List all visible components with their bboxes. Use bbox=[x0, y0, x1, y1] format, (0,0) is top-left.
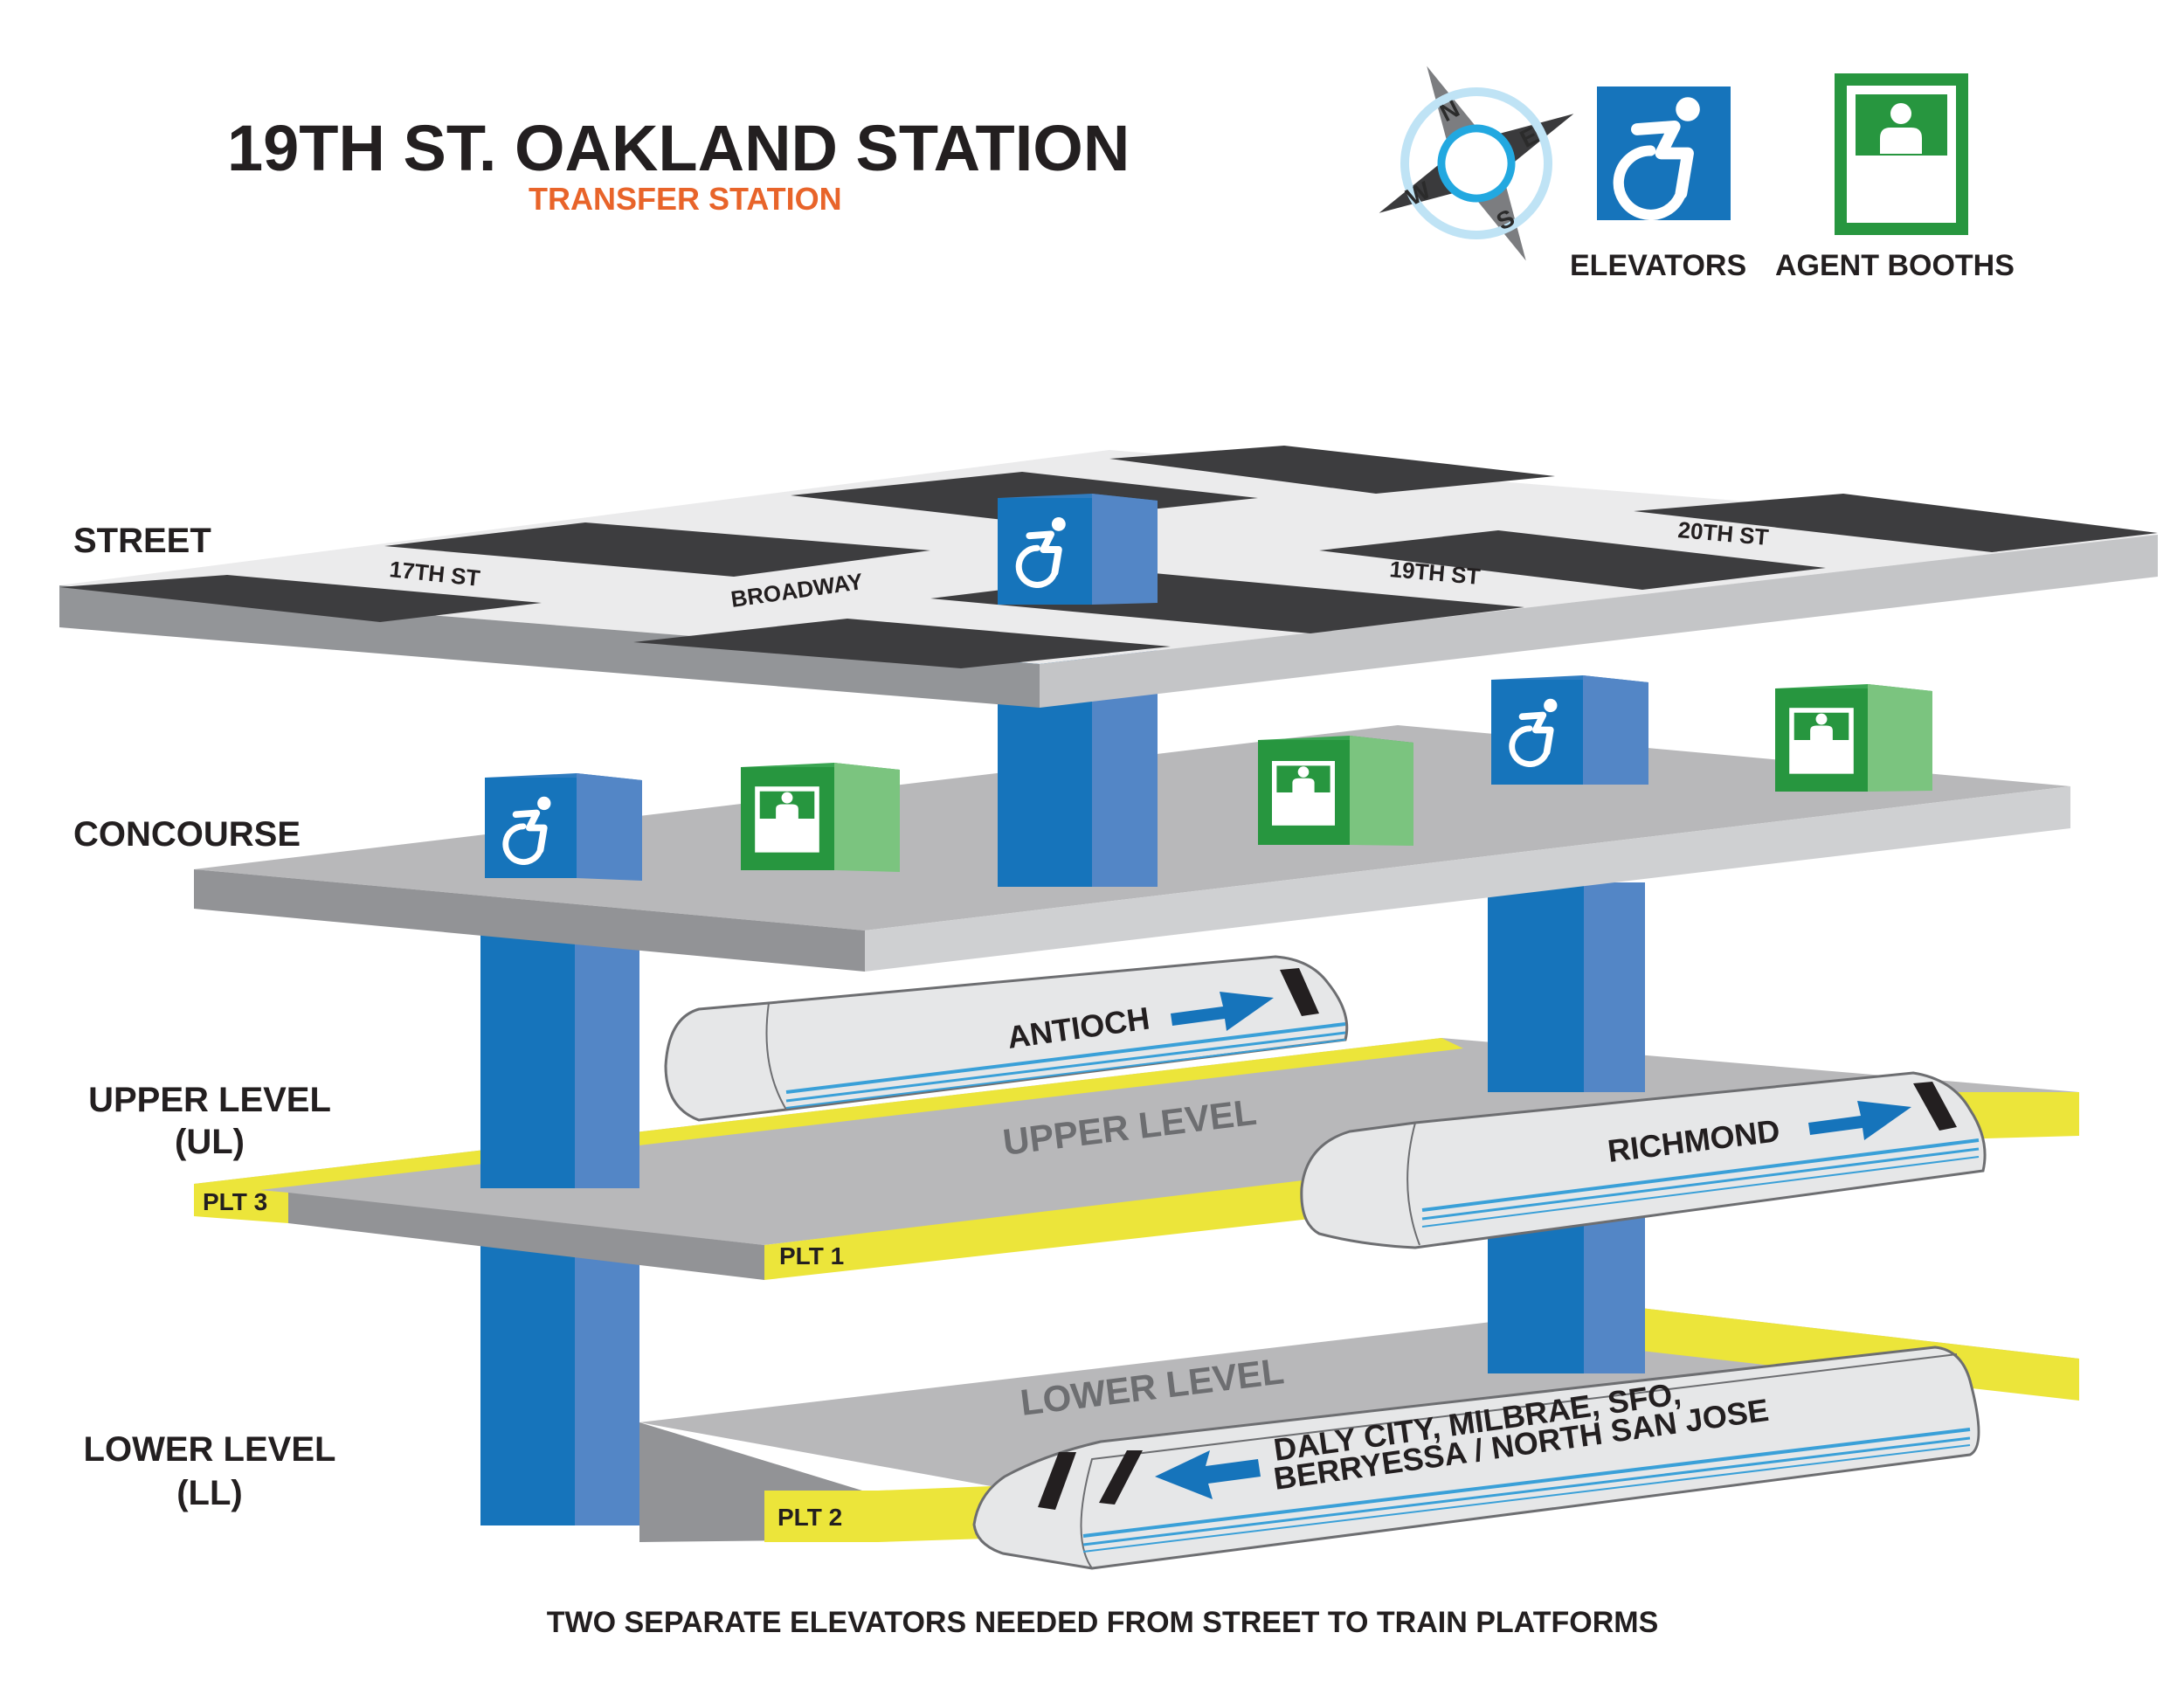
level-label-lower-abbr: (LL) bbox=[176, 1474, 243, 1512]
platform-2-label: PLT 2 bbox=[778, 1504, 842, 1531]
legend-elevator-icon bbox=[1597, 86, 1731, 220]
legend-elevators-label: ELEVATORS bbox=[1570, 249, 1746, 282]
concourse-elevator-right bbox=[1491, 675, 1648, 785]
train-southbound bbox=[972, 1346, 1980, 1570]
elevator-shaft-right-upper bbox=[1488, 882, 1645, 1092]
street-elevator bbox=[998, 494, 1158, 605]
level-label-lower: LOWER LEVEL bbox=[84, 1430, 336, 1469]
level-label-upper: UPPER LEVEL bbox=[88, 1081, 331, 1119]
elevator-shaft-left-lower bbox=[480, 1241, 639, 1525]
legend-agent-booth-icon bbox=[1835, 73, 1968, 235]
level-label-concourse: CONCOURSE bbox=[73, 815, 301, 854]
concourse-booth-2 bbox=[1258, 736, 1413, 846]
page-title: 19TH ST. OAKLAND STATION bbox=[227, 112, 1130, 184]
concourse-booth-3 bbox=[1775, 684, 1932, 792]
platform-1-label: PLT 1 bbox=[779, 1242, 844, 1269]
level-label-street: STREET bbox=[73, 522, 211, 560]
page-subtitle: TRANSFER STATION bbox=[529, 181, 842, 217]
concourse-elevator-left bbox=[485, 773, 642, 881]
footer-note: TWO SEPARATE ELEVATORS NEEDED FROM STREE… bbox=[547, 1606, 1659, 1639]
concourse-booth-1 bbox=[741, 763, 900, 872]
compass-rose-icon: N S E W bbox=[1379, 66, 1574, 261]
elevator-shaft-left-upper bbox=[480, 935, 639, 1188]
legend-agent-booths-label: AGENT BOOTHS bbox=[1775, 249, 2015, 282]
platform-3-label: PLT 3 bbox=[203, 1188, 267, 1215]
train-antioch bbox=[664, 955, 1349, 1122]
level-label-upper-abbr: (UL) bbox=[175, 1123, 245, 1161]
train-richmond bbox=[1300, 1071, 1987, 1249]
